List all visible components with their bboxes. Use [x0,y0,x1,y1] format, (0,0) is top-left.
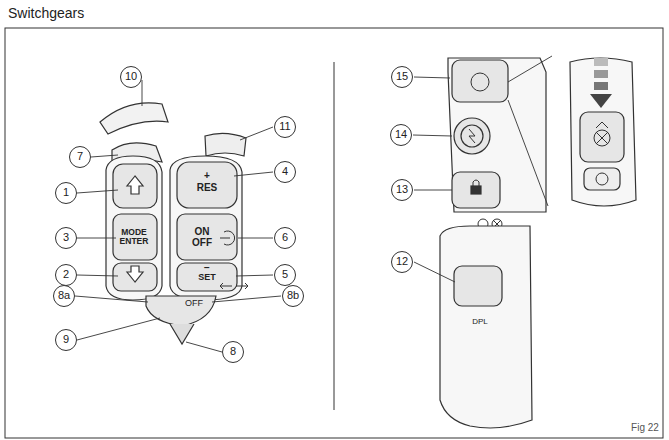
callout-number: 5 [274,264,296,286]
callout-number: 6 [274,227,296,249]
callout-number: 4 [274,161,296,183]
callout-number: 9 [55,329,77,351]
callout-number: 3 [55,227,77,249]
callout-number: 15 [391,66,413,88]
callout-number: 8a [53,285,75,307]
button-legend: SET [198,273,216,282]
button-legend: RES [197,183,218,194]
button-legend: ON OFF [190,227,214,248]
button-legend: + [204,171,210,182]
callout-number: 13 [391,179,413,201]
callout-number: 11 [274,116,296,138]
figure-title: Switchgears [8,6,84,21]
callout-number: 1 [55,182,77,204]
callout-number: 12 [391,251,413,273]
figure-caption: Fig 22 [631,423,659,434]
callout-number: 8b [282,285,304,307]
callout-number: 14 [390,124,412,146]
button-legend: OFF [185,299,203,308]
button-legend: MODE ENTER [114,228,154,246]
callout-number: 7 [69,146,91,168]
button-legend: − [204,263,210,274]
callout-number: 10 [120,66,142,88]
callout-number: 2 [55,264,77,286]
button-legend: DPL [472,318,488,326]
callout-number: 8 [222,341,244,363]
